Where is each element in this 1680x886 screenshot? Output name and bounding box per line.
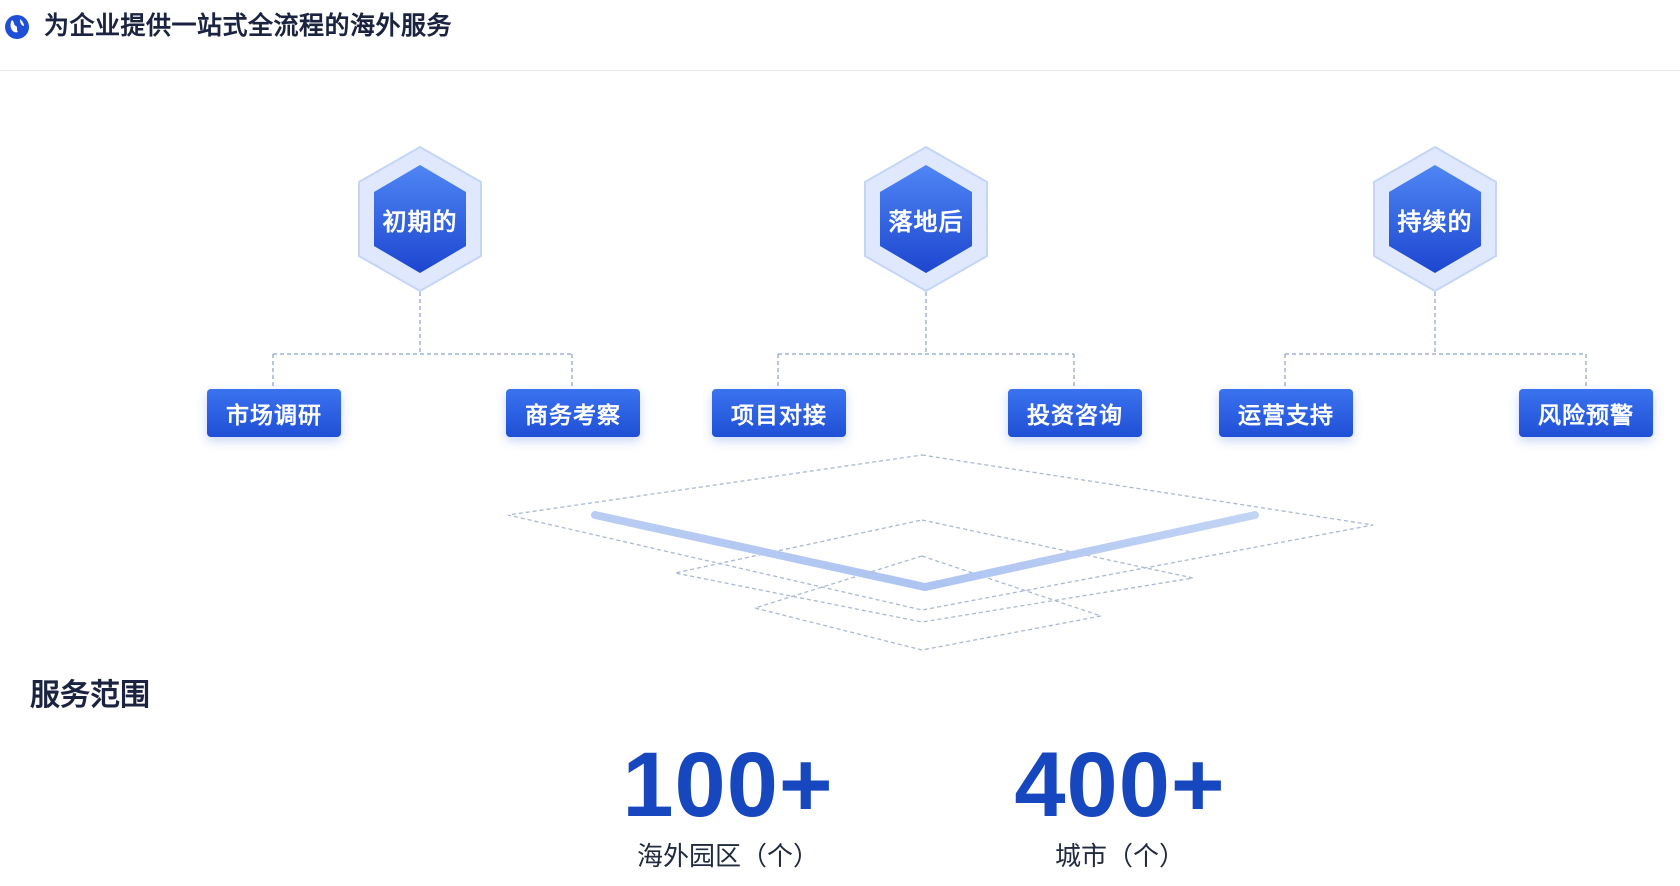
stage-label: 落地后 (888, 207, 964, 236)
stat-value: 100+ (622, 734, 834, 836)
globe-icon (4, 14, 30, 40)
stage-hexagon-ongoing: 持续的 (1370, 145, 1500, 293)
stat-label: 城市（个） (1054, 842, 1185, 872)
stage-label: 初期的 (382, 207, 458, 236)
stat-cities: 400+ 城市（个） (960, 735, 1280, 877)
stage-hexagon-initial: 初期的 (355, 145, 485, 293)
stat-value: 400+ (1014, 734, 1226, 836)
stat-parks: 100+ 海外园区（个） (568, 735, 888, 877)
service-tag-investment-consulting[interactable]: 投资咨询 (1008, 389, 1142, 437)
platform-graphic (507, 454, 1374, 651)
header-divider (0, 70, 1680, 71)
stage-hexagon-landing: 落地后 (861, 145, 991, 293)
service-tag-project-matching[interactable]: 项目对接 (712, 389, 846, 437)
stage-label: 持续的 (1397, 207, 1473, 236)
service-tag-business-visit[interactable]: 商务考察 (506, 389, 640, 437)
service-tag-operation-support[interactable]: 运营支持 (1219, 389, 1353, 437)
service-tag-risk-warning[interactable]: 风险预警 (1519, 389, 1653, 437)
stat-label: 海外园区（个） (636, 842, 819, 872)
page-title: 为企业提供一站式全流程的海外服务 (44, 11, 453, 40)
scope-title: 服务范围 (30, 678, 150, 713)
service-tag-market-research[interactable]: 市场调研 (207, 389, 341, 437)
page-header: 为企业提供一站式全流程的海外服务 (0, 0, 1680, 71)
